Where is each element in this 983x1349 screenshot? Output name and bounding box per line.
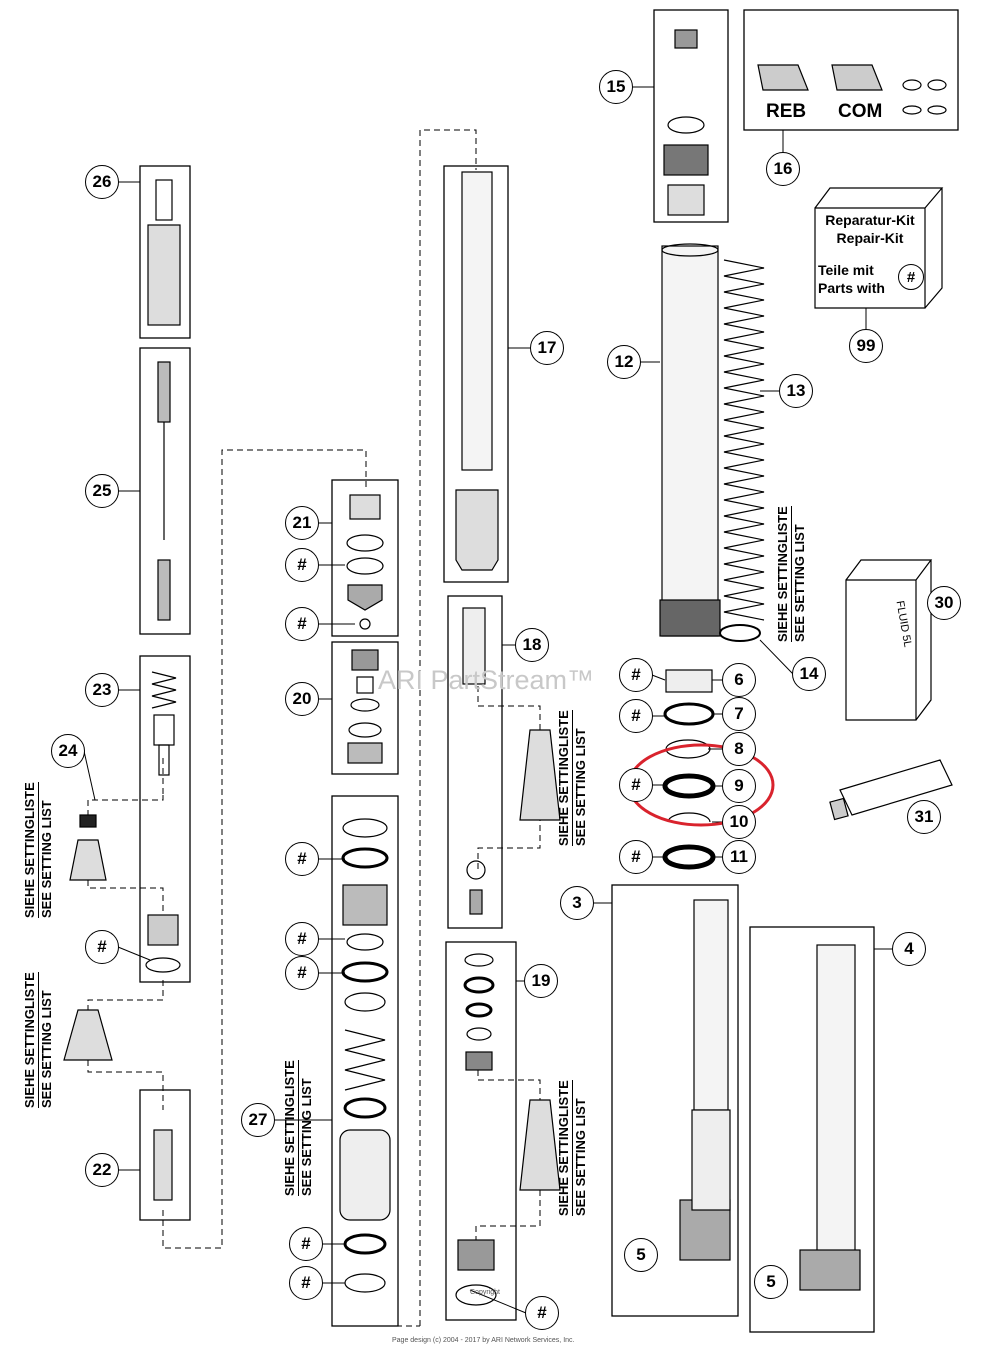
parts-with-en: Parts with — [818, 280, 885, 296]
com-label: COM — [838, 101, 883, 122]
callout-16[interactable]: 16 — [766, 152, 800, 186]
callout-17[interactable]: 17 — [530, 331, 564, 365]
callout-30[interactable]: 30 — [927, 586, 961, 620]
callout-20[interactable]: 20 — [285, 682, 319, 716]
callout-5[interactable]: 5 — [624, 1238, 658, 1272]
callout-13[interactable]: 13 — [779, 374, 813, 408]
callout-repair-kit[interactable]: # — [525, 1296, 559, 1330]
callout-repair-kit[interactable]: # — [285, 956, 319, 990]
callout-repair-kit[interactable]: # — [85, 930, 119, 964]
repair-kit-title: Reparatur-Kit Repair-Kit — [818, 211, 922, 247]
parts — [63, 29, 953, 1306]
callout-8[interactable]: 8 — [722, 732, 756, 766]
callout-18[interactable]: 18 — [515, 628, 549, 662]
callout-25[interactable]: 25 — [85, 474, 119, 508]
repair-kit-line-de: Reparatur-Kit — [825, 212, 915, 228]
callout-repair-kit[interactable]: # — [289, 1266, 323, 1300]
callout-19[interactable]: 19 — [524, 964, 558, 998]
watermark: ARI PartStream™ — [378, 665, 595, 695]
parts-with-de: Teile mit — [818, 262, 874, 278]
callout-repair-kit[interactable]: # — [619, 768, 653, 802]
repair-kit-line-en: Repair-Kit — [836, 230, 904, 246]
callout-5[interactable]: 5 — [754, 1265, 788, 1299]
callout-3[interactable]: 3 — [560, 886, 594, 920]
callout-repair-kit[interactable]: # — [285, 842, 319, 876]
callout-6[interactable]: 6 — [722, 663, 756, 697]
callout-15[interactable]: 15 — [599, 70, 633, 104]
callout-4[interactable]: 4 — [892, 932, 926, 966]
callout-repair-kit[interactable]: # — [289, 1227, 323, 1261]
callout-10[interactable]: 10 — [722, 805, 756, 839]
callout-14[interactable]: 14 — [792, 657, 826, 691]
callout-31[interactable]: 31 — [907, 800, 941, 834]
callout-27[interactable]: 27 — [241, 1103, 275, 1137]
footer-credit: Page design (c) 2004 - 2017 by ARI Netwo… — [392, 1337, 575, 1344]
callout-21[interactable]: 21 — [285, 506, 319, 540]
callout-repair-kit[interactable]: # — [619, 658, 653, 692]
callout-repair-kit[interactable]: # — [619, 840, 653, 874]
callout-repair-kit[interactable]: # — [285, 607, 319, 641]
copyright-label: Copyright — [470, 1289, 500, 1296]
repair-kit-hash-symbol: # — [898, 264, 924, 290]
callout-9[interactable]: 9 — [722, 769, 756, 803]
callout-23[interactable]: 23 — [85, 673, 119, 707]
repair-kit-parts: Teile mit Parts with — [818, 261, 885, 297]
callout-7[interactable]: 7 — [722, 697, 756, 731]
callout-22[interactable]: 22 — [85, 1153, 119, 1187]
reb-label: REB — [766, 101, 807, 122]
callout-repair-kit[interactable]: # — [285, 922, 319, 956]
callout-12[interactable]: 12 — [607, 345, 641, 379]
callout-99[interactable]: 99 — [849, 329, 883, 363]
group-boxes — [139, 9, 959, 1333]
callout-repair-kit[interactable]: # — [619, 699, 653, 733]
callout-26[interactable]: 26 — [85, 165, 119, 199]
callout-repair-kit[interactable]: # — [285, 548, 319, 582]
callout-24[interactable]: 24 — [51, 734, 85, 768]
callout-11[interactable]: 11 — [722, 840, 756, 874]
